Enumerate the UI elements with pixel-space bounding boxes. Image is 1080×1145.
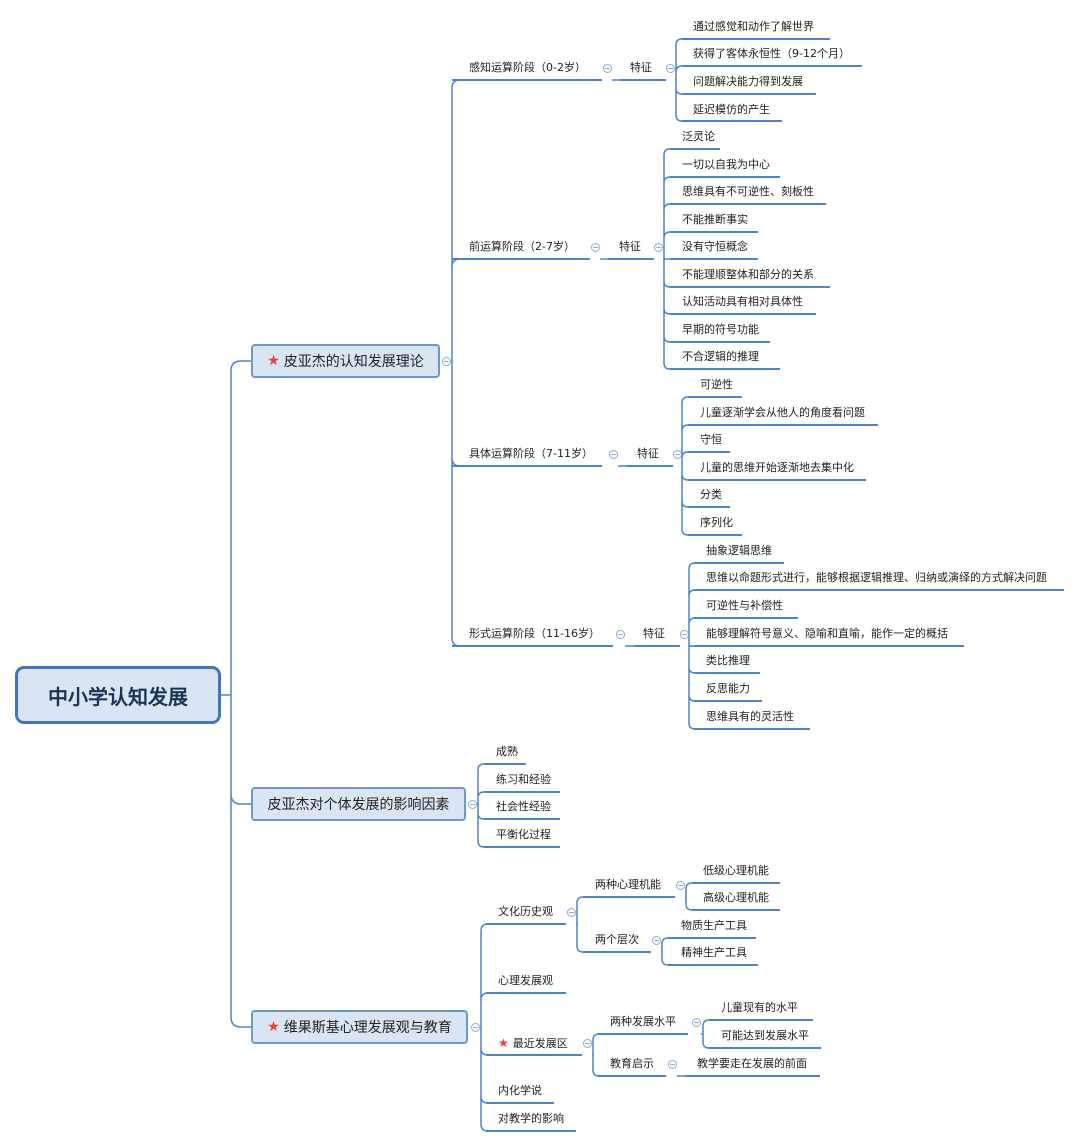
collapse-toggle[interactable] [591, 243, 600, 252]
feature-item[interactable]: 思维以命题形式进行，能够根据逻辑推理、归纳或演绎的方式解决问题 [706, 571, 1047, 584]
feature-item[interactable]: 反思能力 [706, 682, 750, 695]
collapse-toggle[interactable] [442, 357, 451, 366]
function-item[interactable]: 低级心理机能 [703, 864, 769, 877]
collapse-toggle[interactable] [680, 630, 689, 639]
collapse-toggle[interactable] [668, 1060, 677, 1069]
topic-two-levels-dev[interactable]: 两种发展水平 [610, 1015, 676, 1028]
collapse-toggle[interactable] [673, 450, 682, 459]
feature-label[interactable]: 特征 [619, 240, 641, 253]
stage-preoperational[interactable]: 前运算阶段（2-7岁） [469, 240, 575, 253]
feature-item[interactable]: 可逆性 [700, 378, 733, 391]
collapse-toggle[interactable] [468, 800, 477, 809]
topic-internalization[interactable]: 内化学说 [498, 1084, 542, 1097]
feature-item[interactable]: 儿童逐渐学会从他人的角度看问题 [700, 406, 865, 419]
collapse-toggle[interactable] [676, 881, 685, 890]
feature-label[interactable]: 特征 [630, 61, 652, 74]
feature-item[interactable]: 可逆性与补偿性 [706, 599, 783, 612]
level-dev-item[interactable]: 儿童现有的水平 [721, 1001, 798, 1014]
topic-cultural-history[interactable]: 文化历史观 [498, 905, 553, 918]
feature-label[interactable]: 特征 [643, 627, 665, 640]
topic-zpd[interactable]: ★最近发展区 [498, 1036, 568, 1051]
topic-education-insight[interactable]: 教育启示 [610, 1057, 654, 1070]
topic-teaching-impact[interactable]: 对教学的影响 [498, 1112, 564, 1125]
level-item[interactable]: 物质生产工具 [681, 919, 747, 932]
collapse-toggle[interactable] [583, 1039, 592, 1048]
feature-item[interactable]: 泛灵论 [682, 130, 715, 143]
collapse-toggle[interactable] [692, 1018, 701, 1027]
stage-formal[interactable]: 形式运算阶段（11-16岁） [469, 627, 600, 640]
feature-item[interactable]: 能够理解符号意义、隐喻和直喻，能作一定的概括 [706, 627, 948, 640]
star-icon: ★ [267, 353, 280, 369]
feature-item[interactable]: 思维具有的灵活性 [706, 710, 794, 723]
feature-item[interactable]: 儿童的思维开始逐渐地去集中化 [700, 461, 854, 474]
feature-item[interactable]: 不能理顺整体和部分的关系 [682, 268, 814, 281]
topic-psych-development[interactable]: 心理发展观 [498, 974, 553, 987]
topic-two-functions[interactable]: 两种心理机能 [595, 878, 661, 891]
star-icon: ★ [498, 1036, 509, 1050]
branch-label: 皮亚杰对个体发展的影响因素 [267, 797, 450, 813]
factor-item[interactable]: 练习和经验 [496, 773, 551, 786]
collapse-toggle[interactable] [603, 64, 612, 73]
collapse-toggle[interactable] [654, 243, 663, 252]
feature-item[interactable]: 没有守恒概念 [682, 240, 748, 253]
feature-label[interactable]: 特征 [637, 447, 659, 460]
feature-item[interactable]: 不能推断事实 [682, 213, 748, 226]
zpd-label: 最近发展区 [512, 1037, 568, 1050]
factor-item[interactable]: 社会性经验 [496, 800, 551, 813]
feature-item[interactable]: 通过感觉和动作了解世界 [693, 20, 814, 33]
feature-item[interactable]: 分类 [700, 488, 722, 501]
feature-item[interactable]: 问题解决能力得到发展 [693, 75, 803, 88]
collapse-toggle[interactable] [652, 936, 661, 945]
feature-item[interactable]: 一切以自我为中心 [682, 158, 770, 171]
feature-item[interactable]: 获得了客体永恒性（9-12个月） [693, 47, 850, 60]
feature-item[interactable]: 思维具有不可逆性、刻板性 [682, 185, 814, 198]
stage-concrete[interactable]: 具体运算阶段（7-11岁） [469, 447, 593, 460]
function-item[interactable]: 高级心理机能 [703, 891, 769, 904]
collapse-toggle[interactable] [567, 908, 576, 917]
branch-piaget-factors[interactable]: 皮亚杰对个体发展的影响因素 [251, 787, 466, 821]
collapse-toggle[interactable] [609, 450, 618, 459]
feature-item[interactable]: 延迟模仿的产生 [693, 103, 770, 116]
feature-item[interactable]: 序列化 [700, 516, 733, 529]
collapse-toggle[interactable] [666, 64, 675, 73]
stage-sensorimotor[interactable]: 感知运算阶段（0-2岁） [469, 61, 586, 74]
level-item[interactable]: 精神生产工具 [681, 946, 747, 959]
collapse-toggle[interactable] [471, 1023, 480, 1032]
feature-item[interactable]: 不合逻辑的推理 [682, 350, 759, 363]
feature-item[interactable]: 早期的符号功能 [682, 323, 759, 336]
level-dev-item[interactable]: 可能达到发展水平 [721, 1029, 809, 1042]
branch-label: 维果斯基心理发展观与教育 [283, 1020, 452, 1036]
insight-item[interactable]: 教学要走在发展的前面 [697, 1057, 807, 1070]
feature-item[interactable]: 抽象逻辑思维 [706, 544, 772, 557]
feature-item[interactable]: 类比推理 [706, 654, 750, 667]
topic-two-levels[interactable]: 两个层次 [595, 933, 639, 946]
star-icon: ★ [267, 1019, 280, 1035]
feature-item[interactable]: 守恒 [700, 433, 722, 446]
feature-item[interactable]: 认知活动具有相对具体性 [682, 295, 803, 308]
branch-piaget-theory[interactable]: ★ 皮亚杰的认知发展理论 [251, 344, 440, 378]
factor-item[interactable]: 成熟 [496, 745, 518, 758]
root-title: 中小学认知发展 [48, 684, 188, 709]
branch-label: 皮亚杰的认知发展理论 [283, 354, 424, 370]
branch-vygotsky[interactable]: ★ 维果斯基心理发展观与教育 [251, 1010, 468, 1044]
collapse-toggle[interactable] [616, 630, 625, 639]
root-node[interactable]: 中小学认知发展 [15, 666, 221, 724]
factor-item[interactable]: 平衡化过程 [496, 828, 551, 841]
